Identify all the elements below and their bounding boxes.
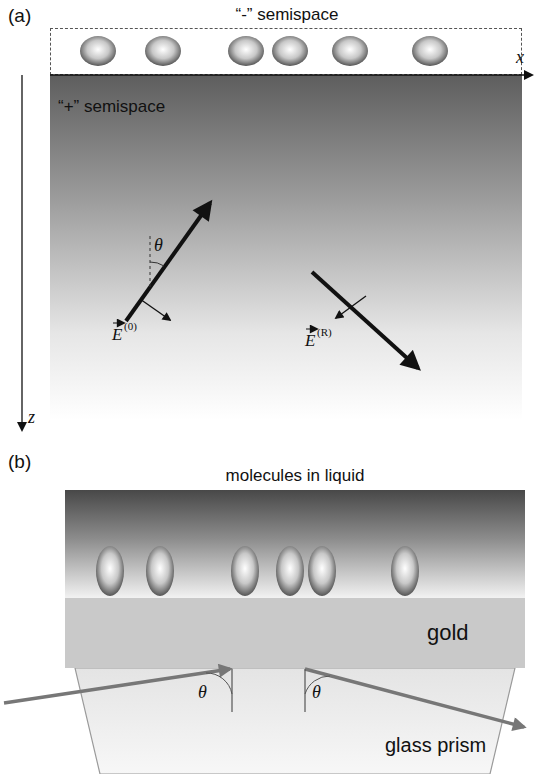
molecule [391, 546, 419, 596]
angle-label: θ [154, 236, 163, 254]
z-axis [21, 75, 22, 430]
field-symbol: E [112, 326, 122, 343]
field-vector [140, 299, 170, 320]
molecule [231, 546, 259, 596]
axis-label: z [28, 408, 35, 426]
node-label: gold [427, 620, 469, 646]
angle-label: θ [312, 683, 321, 701]
incident-wave-arrow [126, 203, 210, 321]
molecule [332, 36, 368, 66]
angle-label: θ [198, 683, 207, 701]
molecule [96, 546, 124, 596]
x-axis [50, 74, 532, 75]
field-vector [336, 296, 366, 318]
molecule [276, 546, 304, 596]
vector-accent [306, 329, 317, 330]
angle-arc [150, 262, 164, 266]
molecule [146, 546, 174, 596]
reflected-wave-arrow [312, 272, 418, 368]
panel-letter: (a) [8, 6, 31, 25]
molecule [308, 546, 336, 596]
molecule [80, 36, 116, 66]
reflected-ray [305, 669, 524, 727]
gold-layer: gold [65, 598, 525, 668]
normal-line [304, 669, 305, 712]
node-label: glass prism [385, 734, 486, 757]
vector-accent [113, 323, 124, 324]
field-superscript: (0) [124, 321, 137, 332]
substrate-semispace: “+” semispace [50, 75, 522, 420]
molecule [228, 36, 264, 66]
node-label: “+” semispace [58, 97, 165, 117]
molecule [412, 36, 448, 66]
molecule [272, 36, 308, 66]
incident-ray [4, 669, 230, 703]
field-superscript: (R) [317, 327, 332, 338]
node-label: molecules in liquid [226, 466, 365, 486]
panel-letter: (b) [8, 452, 31, 471]
axis-label: x [516, 48, 524, 66]
molecule [145, 36, 181, 66]
field-symbol: E [305, 332, 315, 349]
angle-arc [305, 676, 330, 694]
node-label: “-” semispace [236, 5, 339, 25]
angle-arc [206, 673, 232, 694]
